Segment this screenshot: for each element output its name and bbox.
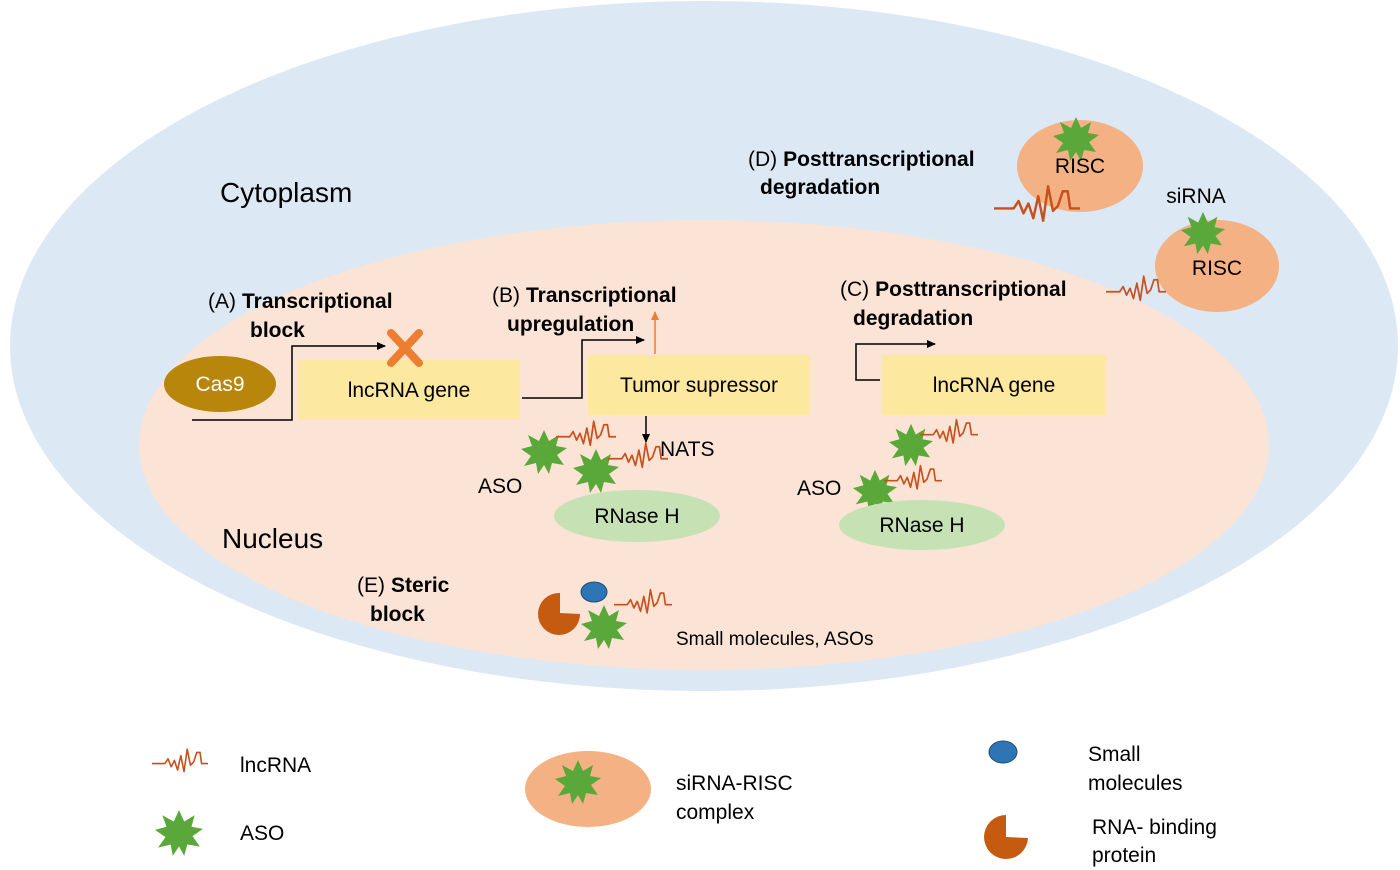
risc-label-2: RISC (1192, 257, 1242, 280)
legend: lncRNA ASO siRNA-RISC complex Small mole… (152, 740, 1217, 867)
small-molecule-icon (580, 581, 608, 603)
legend-small-line2: molecules (1088, 772, 1183, 795)
panel-c-title-line2: degradation (853, 307, 973, 330)
svg-text:(E)Steric: (E) Steric (357, 574, 450, 597)
tumor-suppressor-box (588, 355, 810, 415)
panel-e-title-line1: Steric (391, 574, 450, 597)
risc-label-1: RISC (1055, 155, 1105, 178)
panel-b-title-line1: Transcriptional (526, 284, 677, 307)
rnase-h-b (554, 490, 720, 542)
panel-d-title-line2: degradation (760, 176, 880, 199)
panel-b-connector (522, 336, 645, 399)
panel-a-title-line2: block (250, 319, 305, 342)
lncrna-gene-label-c: lncRNA gene (933, 374, 1056, 397)
panel-d-title-line1: Posttranscriptional (783, 148, 974, 171)
lncrna-gene-box-a (298, 360, 520, 420)
legend-small-line1: Small (1088, 743, 1141, 766)
legend-lncrna-label: lncRNA (240, 754, 311, 777)
rnase-h-label-c: RNase H (879, 514, 964, 537)
rna-binding-protein-icon (538, 592, 580, 635)
tumor-suppressor-label: Tumor supressor (620, 374, 778, 397)
rnase-h-label-b: RNase H (594, 505, 679, 528)
panel-c-title-line1: Posttranscriptional (875, 278, 1066, 301)
svg-text:(A)Transcriptional: (A) Transcriptional (208, 290, 393, 313)
panel-c: (C) Posttranscriptional degradation lncRN… (797, 278, 1106, 550)
panel-c-connector (855, 340, 936, 381)
lncrna-gene-box-c (882, 355, 1106, 415)
panel-e-title-line2: block (370, 603, 425, 626)
aso-label-c: ASO (797, 477, 841, 500)
svg-text:(D)Posttranscriptional: (D) Posttranscriptional (748, 148, 975, 171)
legend-lncrna-icon (152, 748, 208, 773)
rnase-h-c (839, 500, 1005, 550)
panel-d-prefix: (D) (748, 148, 777, 171)
panel-e-caption: Small molecules, ASOs (676, 629, 873, 650)
panel-c-prefix: (C) (840, 278, 869, 301)
aso-label-b: ASO (478, 475, 522, 498)
panel-b-prefix: (B) (492, 284, 520, 307)
svg-text:(B)Transcriptional: (B) Transcriptional (492, 284, 677, 307)
legend-aso-icon (155, 810, 203, 856)
cytoplasm-label: Cytoplasm (220, 177, 352, 208)
panel-b: (B) Transcriptional upregulation Tumor su… (478, 284, 810, 542)
svg-text:(C)Posttranscriptional: (C) Posttranscriptional (840, 278, 1067, 301)
cas9-protein (164, 356, 276, 412)
panel-e: (E) Steric block Small molecules, ASOs (357, 574, 873, 650)
sirna-label: siRNA (1166, 185, 1226, 208)
panel-a: (A) Transcriptional block Cas9 lncRNA gen… (164, 290, 520, 421)
panel-e-prefix: (E) (357, 574, 385, 597)
nats-label: NATS (660, 438, 714, 461)
legend-small-molecule-icon (988, 740, 1018, 764)
legend-aso-label: ASO (240, 822, 284, 845)
panel-b-title-line2: upregulation (507, 313, 634, 336)
legend-rbp-line1: RNA- binding (1092, 816, 1217, 839)
legend-sirna-risc-line1: siRNA-RISC (676, 772, 793, 795)
panel-a-prefix: (A) (208, 290, 236, 313)
nucleus-label: Nucleus (222, 523, 323, 554)
legend-rbp-line2: protein (1092, 844, 1156, 867)
block-x-icon (387, 329, 423, 367)
legend-rbp-icon (984, 815, 1028, 859)
legend-sirna-risc-line2: complex (676, 801, 755, 824)
panel-a-connector (192, 342, 386, 421)
risc-complex-2 (1155, 220, 1279, 312)
panel-d: (D)Posttranscriptional degradation RISC … (748, 117, 1279, 312)
cas9-label: Cas9 (195, 373, 244, 396)
lncrna-gene-label-a: lncRNA gene (348, 379, 471, 402)
panel-a-title-line1: Transcriptional (242, 290, 393, 313)
